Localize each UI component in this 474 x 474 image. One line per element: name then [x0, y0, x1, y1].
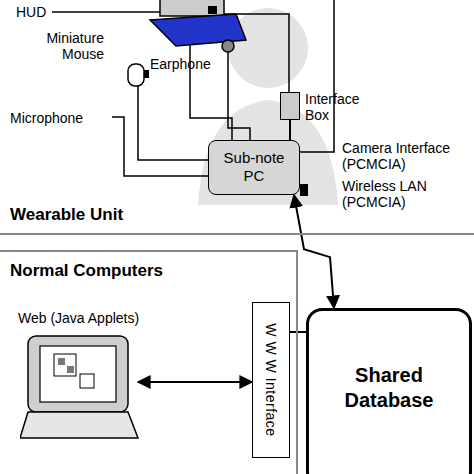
earphone-symbol — [222, 40, 234, 52]
hud-visor — [160, 0, 224, 16]
node-text: Shared Database — [309, 363, 469, 413]
node-text: Web (Java Applets) — [18, 310, 139, 326]
connector — [289, 120, 291, 140]
part-label: Earphone — [150, 56, 230, 72]
lan-card — [300, 184, 308, 196]
applet-icon — [58, 358, 65, 365]
node-text: Sub-note PC — [209, 141, 299, 193]
head-camera — [208, 6, 217, 14]
part-label: Miniature Mouse — [10, 30, 104, 62]
web-client-laptop: Web (Java Applets) — [14, 310, 154, 445]
part-label: HUD — [16, 4, 56, 20]
connector — [294, 195, 334, 308]
applet-window — [54, 354, 76, 376]
sub-note-pc: Sub-note PC — [208, 140, 300, 195]
applet-icon — [67, 366, 74, 373]
node-text: Wearable Unit — [10, 205, 123, 225]
node-text: W W W Interface — [263, 323, 279, 436]
connector — [138, 381, 252, 383]
applet-window — [80, 374, 94, 388]
shared-database: Shared Database — [306, 308, 472, 474]
node-text: Interface Box — [305, 91, 367, 123]
normal-computers-region: Normal ComputersWeb (Java Applets) W W W … — [0, 250, 298, 474]
laptop-symbol — [20, 334, 150, 444]
www-interface-box: W W W Interface — [252, 302, 290, 458]
part-label: Camera Interface (PCMCIA) — [342, 140, 460, 172]
interface-box: Interface Box — [280, 92, 300, 120]
mouse-button — [144, 70, 149, 78]
laptop-screen — [40, 346, 116, 402]
laptop-base — [20, 412, 138, 438]
mouse-symbol — [128, 64, 144, 86]
connector — [290, 331, 306, 333]
laptop-lid — [28, 336, 128, 412]
part-label: Microphone — [10, 110, 110, 126]
part-label: Wireless LAN (PCMCIA) — [342, 178, 460, 210]
node-text: Normal Computers — [10, 261, 163, 281]
